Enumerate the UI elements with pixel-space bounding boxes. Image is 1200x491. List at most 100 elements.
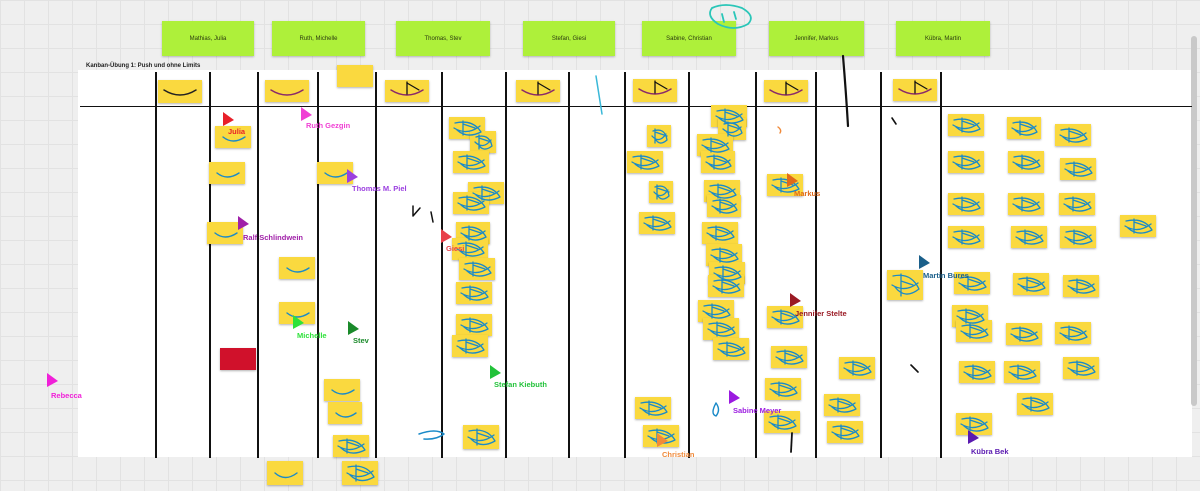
sticky-note[interactable] bbox=[342, 461, 378, 485]
sticky-note[interactable] bbox=[1120, 215, 1156, 237]
sticky-note[interactable] bbox=[453, 192, 489, 214]
cursor-label: Markus bbox=[794, 189, 821, 198]
sticky-note[interactable] bbox=[713, 338, 749, 360]
sticky-note[interactable] bbox=[385, 80, 429, 102]
sticky-note[interactable] bbox=[1006, 323, 1042, 345]
sticky-note[interactable] bbox=[649, 181, 673, 203]
cursor-label: Ruth Gezgin bbox=[306, 121, 351, 130]
sticky-note[interactable] bbox=[627, 151, 663, 173]
column-divider bbox=[155, 72, 157, 458]
sticky-note[interactable] bbox=[1008, 151, 1044, 173]
header-card-5[interactable]: Sabine, Christian bbox=[642, 21, 736, 56]
cursor-arrow-icon bbox=[657, 433, 668, 447]
cursor-label: Christian bbox=[662, 450, 695, 459]
sticky-note[interactable] bbox=[959, 361, 995, 383]
vertical-scrollbar[interactable] bbox=[1191, 36, 1197, 406]
sticky-note[interactable] bbox=[827, 421, 863, 443]
sticky-note[interactable] bbox=[948, 151, 984, 173]
header-card-1[interactable]: Mathias, Julia bbox=[162, 21, 254, 56]
sticky-note[interactable] bbox=[1055, 124, 1091, 146]
sticky-note[interactable] bbox=[771, 346, 807, 368]
sticky-note[interactable] bbox=[703, 318, 739, 340]
sticky-note[interactable] bbox=[1059, 193, 1095, 215]
cursor-label: Thomas M. Piel bbox=[352, 184, 407, 193]
cursor-label: Rebecca bbox=[51, 391, 82, 400]
cursor-arrow-icon bbox=[223, 112, 234, 126]
sticky-note[interactable] bbox=[265, 80, 309, 102]
sticky-note[interactable] bbox=[647, 125, 671, 147]
sticky-note[interactable] bbox=[516, 80, 560, 102]
sticky-note[interactable] bbox=[1063, 275, 1099, 297]
sticky-note[interactable] bbox=[209, 162, 245, 184]
sticky-note[interactable] bbox=[337, 65, 373, 87]
cursor-arrow-icon bbox=[348, 321, 359, 335]
sticky-note[interactable] bbox=[456, 314, 492, 336]
sticky-note[interactable] bbox=[639, 212, 675, 234]
sticky-note[interactable] bbox=[701, 151, 735, 173]
kanban-frame[interactable] bbox=[78, 70, 1192, 457]
sticky-note[interactable] bbox=[1060, 226, 1096, 248]
sticky-note[interactable] bbox=[956, 320, 992, 342]
sticky-note[interactable] bbox=[453, 151, 489, 173]
cursor-arrow-icon bbox=[787, 173, 798, 187]
sticky-note[interactable] bbox=[708, 275, 744, 297]
sticky-note[interactable] bbox=[452, 335, 488, 357]
header-card-7[interactable]: Kübra, Martin bbox=[896, 21, 990, 56]
sticky-note[interactable] bbox=[948, 193, 984, 215]
sticky-note[interactable] bbox=[333, 435, 369, 457]
column-divider bbox=[505, 72, 507, 458]
cursor-arrow-icon bbox=[490, 365, 501, 379]
cursor-label: Julia bbox=[228, 127, 246, 136]
column-divider bbox=[209, 72, 211, 458]
sticky-note[interactable] bbox=[948, 114, 984, 136]
sticky-note[interactable] bbox=[1007, 117, 1041, 139]
sticky-note[interactable] bbox=[456, 282, 492, 304]
cursor-arrow-icon bbox=[790, 293, 801, 307]
header-card-2[interactable]: Ruth, Michelle bbox=[272, 21, 365, 56]
cursor-arrow-icon bbox=[919, 255, 930, 269]
column-divider bbox=[317, 72, 319, 458]
sticky-note[interactable] bbox=[707, 195, 741, 217]
sticky-note[interactable] bbox=[328, 402, 362, 424]
cursor-arrow-icon bbox=[47, 373, 58, 387]
sticky-note[interactable] bbox=[635, 397, 671, 419]
sticky-note[interactable] bbox=[267, 461, 303, 485]
sticky-note[interactable] bbox=[702, 222, 738, 244]
sticky-note[interactable] bbox=[1004, 361, 1040, 383]
sticky-note[interactable] bbox=[1008, 193, 1044, 215]
sticky-note[interactable] bbox=[633, 79, 677, 102]
sticky-note[interactable] bbox=[1013, 273, 1049, 295]
sticky-note[interactable] bbox=[1060, 158, 1096, 180]
sticky-note[interactable] bbox=[893, 79, 937, 101]
sticky-note-red[interactable] bbox=[220, 348, 256, 370]
cursor-arrow-icon bbox=[347, 169, 358, 183]
sticky-note[interactable] bbox=[839, 357, 875, 379]
sticky-note[interactable] bbox=[158, 80, 202, 103]
header-card-3[interactable]: Thomas, Stev bbox=[396, 21, 490, 56]
column-divider bbox=[375, 72, 377, 458]
cursor-label: Sabine Meyer bbox=[733, 406, 782, 415]
column-divider bbox=[568, 72, 570, 458]
sticky-note[interactable] bbox=[463, 425, 499, 449]
cursor-arrow-icon bbox=[729, 390, 740, 404]
sticky-note[interactable] bbox=[1055, 322, 1091, 344]
sticky-note[interactable] bbox=[764, 80, 808, 102]
cursor-arrow-icon bbox=[301, 107, 312, 121]
header-card-4[interactable]: Stefan, Giesi bbox=[523, 21, 615, 56]
sticky-note[interactable] bbox=[1063, 357, 1099, 379]
cursor-arrow-icon bbox=[441, 229, 452, 243]
sticky-note[interactable] bbox=[824, 394, 860, 416]
sticky-note[interactable] bbox=[459, 258, 495, 280]
sticky-note[interactable] bbox=[1011, 226, 1047, 248]
column-divider bbox=[688, 72, 690, 458]
sticky-note[interactable] bbox=[887, 270, 923, 300]
sticky-note[interactable] bbox=[1017, 393, 1053, 415]
sticky-note[interactable] bbox=[765, 378, 801, 400]
sticky-note[interactable] bbox=[948, 226, 984, 248]
sticky-note[interactable] bbox=[279, 257, 315, 279]
sticky-note[interactable] bbox=[470, 131, 496, 153]
sticky-note[interactable] bbox=[324, 379, 360, 401]
column-divider bbox=[880, 72, 882, 458]
header-card-6[interactable]: Jennifer, Markus bbox=[769, 21, 864, 56]
